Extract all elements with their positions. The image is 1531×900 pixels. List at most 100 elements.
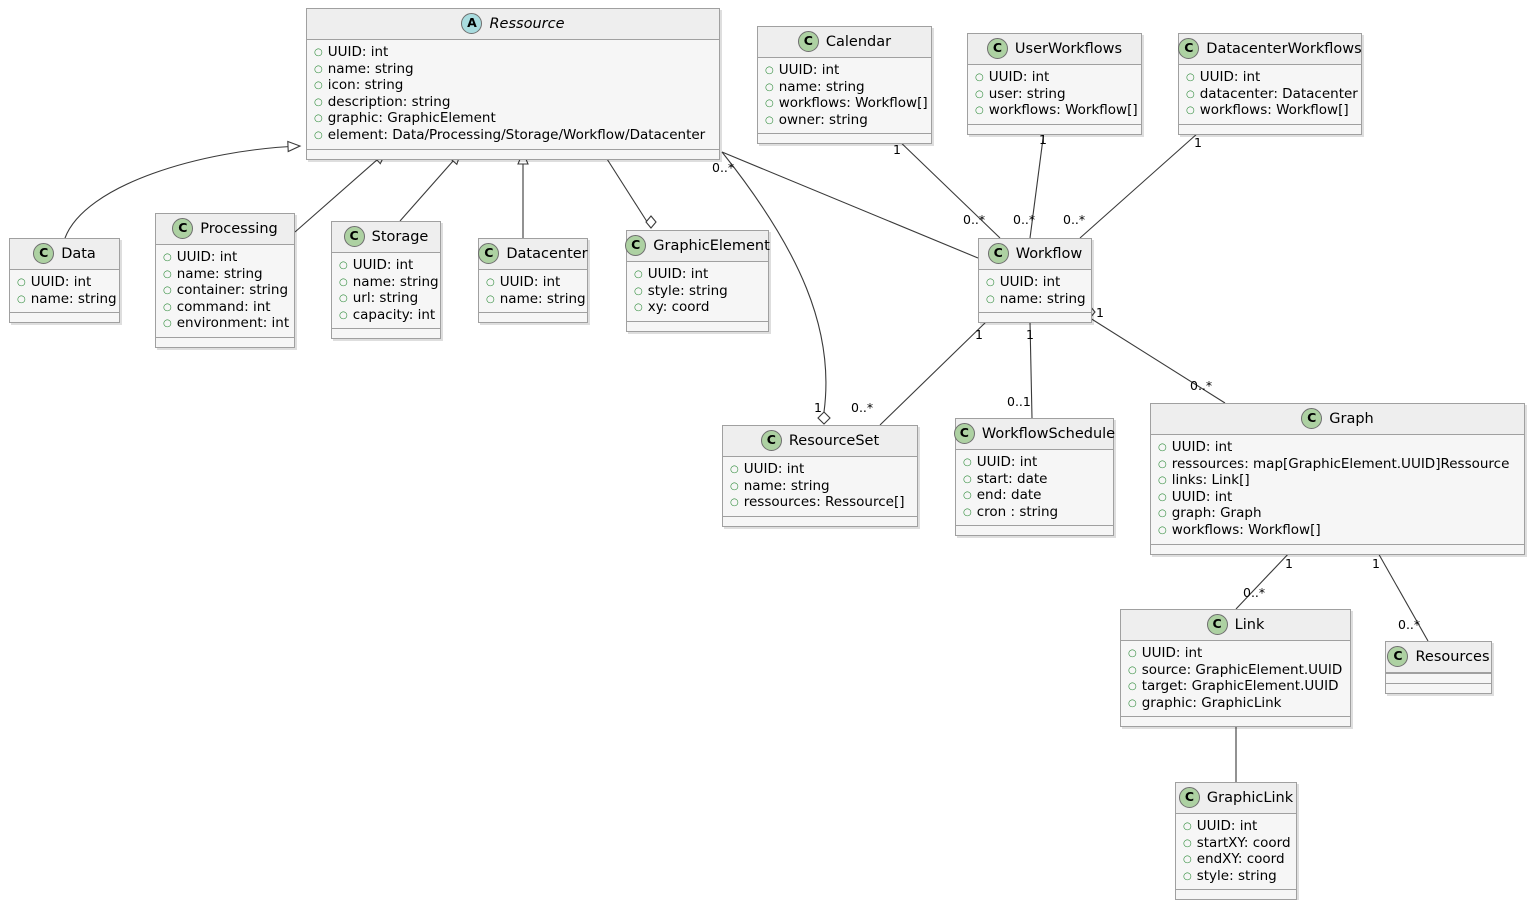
attribute-text: style: string [647,282,728,299]
public-visibility-icon: ○ [339,293,348,305]
attribute-row: ○name: string [17,291,117,308]
public-visibility-icon: ○ [1186,72,1195,83]
class-name-graphiclink: GraphicLink [1206,789,1294,806]
public-visibility-icon: ○ [975,105,984,117]
attribute-row: ○source: GraphicElement.UUID [1128,662,1343,679]
public-visibility-icon: ○ [765,98,774,110]
multiplicity-label: 1 [975,327,983,342]
public-visibility-icon: ○ [1158,491,1167,503]
attribute-text: ressources: Ressource[] [743,494,905,511]
multiplicity-label: 0..* [1013,212,1036,227]
abstract-class-icon: A [461,13,483,34]
attribute-text: xy: coord [647,299,710,316]
class-name-workflow: Workflow [1015,245,1083,262]
multiplicity-label: 0..1 [1007,394,1031,409]
public-visibility-icon: ○ [963,457,972,468]
attribute-row: ○UUID: int [163,249,287,266]
multiplicity-label: 1 [1096,305,1104,320]
class-name-calendar: Calendar [825,33,892,50]
public-visibility-icon: ○ [314,113,323,125]
methods-compartment-data [10,312,119,323]
attribute-row: ○name: string [486,291,586,308]
empty-attributes-compartment [1386,673,1491,683]
multiplicity-label: 0..* [963,212,986,227]
attribute-text: style: string [1196,867,1277,884]
class-name-resourceset: ResourceSet [788,432,880,449]
public-visibility-icon: ○ [634,302,643,314]
public-visibility-icon: ○ [963,473,972,485]
methods-compartment-calendar [758,133,931,144]
multiplicity-label: 1 [1194,135,1202,150]
attribute-row: ○ UUID: int [1158,489,1517,506]
attribute-row: ○datacenter: Datacenter [1186,86,1358,103]
public-visibility-icon: ○ [17,277,26,288]
public-visibility-icon: ○ [975,88,984,100]
public-visibility-icon: ○ [314,63,323,75]
attribute-row: ○workflows: Workflow[] [975,102,1138,119]
attribute-text: environment: int [176,315,290,332]
attribute-text: name: string [778,78,865,95]
methods-compartment-link [1121,716,1350,727]
attributes-ressource: ○UUID: int○name: string○icon: string○des… [307,40,719,149]
public-visibility-icon: ○ [1158,475,1167,487]
public-visibility-icon: ○ [163,301,172,313]
class-icon: C [172,218,194,239]
public-visibility-icon: ○ [486,293,495,305]
attribute-row: ○UUID: int [963,454,1106,471]
attribute-row: ○graph: Graph [1158,505,1517,522]
class-icon: C [986,38,1008,59]
attribute-row: ○UUID: int [339,257,433,274]
multiplicity-label: 0..* [1398,617,1421,632]
attributes-graphicelement: ○UUID: int ○ style: string ○ xy: coord [627,262,768,321]
attributes-storage: ○UUID: int○name: string○url: string○capa… [332,253,440,329]
class-icon: C [1387,646,1409,667]
attribute-row: ○workflows: Workflow[] [1158,522,1517,539]
public-visibility-icon: ○ [634,285,643,297]
attribute-text: name: string [999,290,1086,307]
attribute-text: name: string [352,273,439,290]
attribute-row: ○ name: string [339,274,439,291]
attributes-workflow: ○UUID: int○name: string [979,270,1091,313]
attribute-row: ○UUID: int [634,266,761,283]
attribute-row: ○ressources: Ressource[] [730,494,910,511]
attribute-text: UUID: int [1171,488,1233,505]
attribute-row: ○name: string [986,290,1086,308]
public-visibility-icon: ○ [17,293,26,305]
edge-graphicelement-to-ressource [599,147,652,229]
class-icon: C [33,243,55,264]
attribute-row: ○start: date [963,471,1106,488]
attribute-row: ○command: int [163,299,287,316]
class-icon: C [625,235,647,256]
attribute-row: ○style: string [1183,868,1289,885]
attribute-row: ○graphic: GraphicElement [314,110,712,127]
attributes-workflowschedule: ○UUID: int○start: date○end: date○cron : … [956,450,1113,526]
class-name-graph: Graph [1329,410,1374,427]
attribute-text: end: date [976,487,1042,504]
attribute-text: graphic: GraphicLink [1141,694,1282,711]
class-icon: C [797,31,819,52]
methods-compartment-storage [332,328,440,339]
public-visibility-icon: ○ [339,276,348,288]
attribute-text: endXY: coord [1196,851,1285,868]
